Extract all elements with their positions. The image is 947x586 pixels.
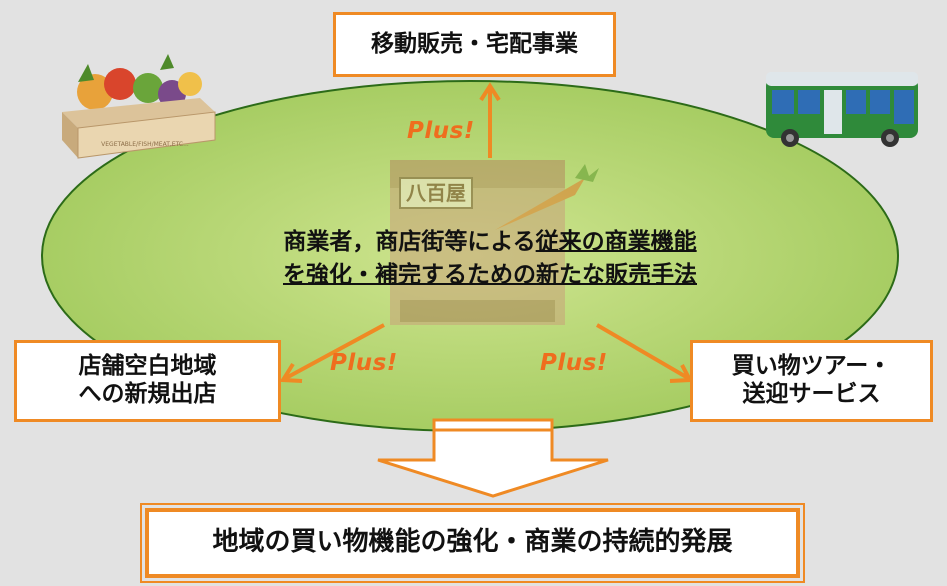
shopping-tour-label-line2: 送迎サービス: [742, 381, 881, 407]
outcome-box: 地域の買い物機能の強化・商業の持続的発展: [140, 503, 805, 583]
center-line1: 商業者，商店街等による従来の商業機能: [180, 226, 800, 259]
center-line1-plain: 商業者，商店街等による: [283, 229, 536, 255]
plus-label-top: Plus!: [407, 118, 475, 144]
mobile-sales-delivery-label: 移動販売・宅配事業: [371, 30, 578, 57]
shopping-tour-box: 買い物ツアー・ 送迎サービス: [690, 340, 933, 422]
center-line1-underlined: 従来の商業機能: [535, 229, 697, 255]
center-description: 商業者，商店街等による従来の商業機能 を強化・補完するための新たな販売手法: [180, 226, 800, 293]
vegetable-crate-icon: VEGETABLE/FISH/MEAT,ETC...: [62, 54, 216, 159]
new-store-box: 店舗空白地域 への新規出店: [14, 340, 281, 422]
plus-label-right: Plus!: [540, 350, 608, 376]
crate-label: VEGETABLE/FISH/MEAT,ETC...: [101, 141, 189, 148]
shopping-tour-label-line1: 買い物ツアー・: [731, 353, 892, 380]
arrow-to-top: [479, 82, 501, 158]
new-store-label-line2: への新規出店: [78, 381, 217, 407]
greengrocer-shop-icon: 八百屋: [390, 160, 599, 325]
new-store-label-line1: 店舗空白地域: [78, 353, 217, 380]
down-arrow: [377, 418, 609, 498]
outcome-label: 地域の買い物機能の強化・商業の持続的発展: [212, 527, 733, 558]
bus-icon: [766, 72, 918, 147]
plus-label-left: Plus!: [330, 350, 398, 376]
mobile-sales-delivery-box: 移動販売・宅配事業: [333, 12, 616, 77]
arrow-to-left: [279, 323, 385, 383]
shop-sign-text: 八百屋: [406, 181, 466, 205]
center-line2-underlined: を強化・補完するための新たな販売手法: [283, 262, 697, 289]
